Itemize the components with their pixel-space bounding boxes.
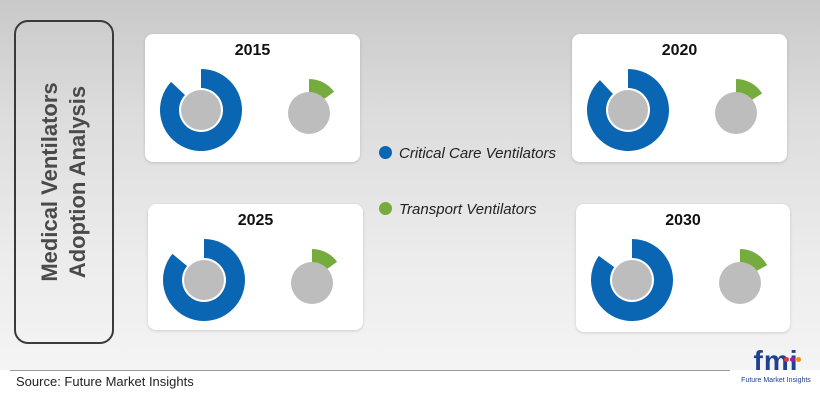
critical-care-donut-arc [163, 239, 245, 321]
critical-care-donut-arc [587, 69, 669, 151]
panel-donuts [587, 69, 763, 151]
logo-mark: fmi [753, 345, 799, 376]
critical-care-donut-center [181, 90, 221, 130]
legend-swatch-transport [379, 202, 392, 215]
panel-year: 2025 [237, 212, 274, 229]
panel-2025: 2025 [148, 204, 363, 330]
transport-pie-center [715, 92, 757, 134]
critical-care-donut-arc [159, 69, 242, 151]
title-box [14, 20, 114, 344]
logo-dots-icon [784, 349, 802, 367]
panel-donuts [163, 239, 338, 321]
critical-care-donut-center [612, 260, 652, 300]
panel-donuts [159, 69, 335, 151]
fmi-logo: fmi Future Market Insights [738, 346, 814, 398]
legend-label-transport: Transport Ventilators [399, 201, 537, 218]
panel-2015: 2015 [145, 34, 360, 162]
source-divider [10, 370, 730, 371]
legend-item-transport: Transport Ventilators [379, 201, 537, 218]
title-line-2: Adoption Analysis [65, 85, 90, 279]
logo-caption: Future Market Insights [741, 377, 811, 384]
critical-care-donut-arc [591, 239, 673, 321]
critical-care-donut-center [608, 90, 648, 130]
chart-title: Medical Ventilators Adoption Analysis [36, 82, 92, 281]
transport-pie-center [291, 262, 333, 304]
source-text: Source: Future Market Insights [16, 374, 194, 389]
legend-item-critical: Critical Care Ventilators [379, 145, 556, 162]
panel-2030: 2030 [576, 204, 790, 332]
panel-donuts [591, 239, 768, 321]
panel-year: 2015 [234, 42, 271, 59]
legend-swatch-critical [379, 146, 392, 159]
transport-pie-center [288, 92, 330, 134]
panel-year: 2030 [665, 212, 701, 229]
panel-year: 2020 [661, 42, 698, 59]
legend-label-critical: Critical Care Ventilators [399, 145, 556, 162]
panel-2020: 2020 [572, 34, 787, 162]
critical-care-donut-center [184, 260, 224, 300]
transport-pie-center [719, 262, 761, 304]
title-line-1: Medical Ventilators [37, 82, 62, 282]
